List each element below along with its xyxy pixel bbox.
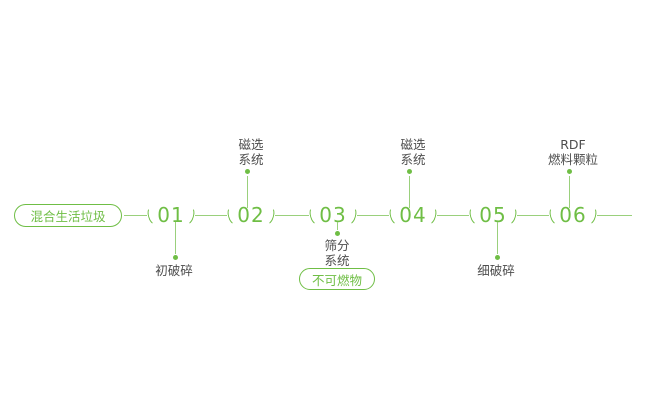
step-number-01: 01 bbox=[157, 203, 185, 227]
step-label-line: 系统 bbox=[324, 253, 350, 268]
step-label-06: RDF 燃料颗粒 bbox=[541, 137, 605, 167]
connector-line bbox=[247, 176, 248, 208]
timeline-segment bbox=[597, 215, 632, 216]
output-pill: 不可燃物 bbox=[299, 268, 375, 290]
connector-line bbox=[569, 176, 570, 208]
step-label-line: 磁选 bbox=[238, 137, 264, 152]
step-label-line: 系统 bbox=[400, 152, 426, 167]
connector-dot bbox=[335, 231, 340, 236]
timeline-segment bbox=[357, 215, 389, 216]
step-number-03: 03 bbox=[319, 203, 347, 227]
timeline-segment bbox=[517, 215, 549, 216]
timeline-segment bbox=[124, 215, 147, 216]
connector-line bbox=[497, 222, 498, 254]
timeline-segment bbox=[437, 215, 469, 216]
step-label-05: 细破碎 bbox=[466, 263, 526, 278]
output-label: 不可燃物 bbox=[311, 272, 362, 288]
step-label-line: 燃料颗粒 bbox=[547, 152, 598, 167]
step-number-06: 06 bbox=[559, 203, 587, 227]
step-number-04: 04 bbox=[399, 203, 427, 227]
step-label-04: 磁选 系统 bbox=[381, 137, 445, 167]
connector-dot bbox=[173, 255, 178, 260]
connector-dot bbox=[407, 169, 412, 174]
step-label-03: 筛分 系统 bbox=[305, 238, 369, 268]
step-label-line: 筛分 bbox=[324, 238, 350, 253]
step-label-line: 初破碎 bbox=[155, 263, 193, 278]
step-label-line: RDF bbox=[560, 137, 586, 152]
step-label-line: 细破碎 bbox=[477, 263, 515, 278]
connector-line bbox=[175, 222, 176, 254]
step-number-02: 02 bbox=[237, 203, 265, 227]
source-label: 混合生活垃圾 bbox=[30, 209, 106, 224]
step-label-line: 磁选 bbox=[400, 137, 426, 152]
connector-line bbox=[337, 222, 338, 230]
connector-dot bbox=[495, 255, 500, 260]
timeline-segment bbox=[275, 215, 309, 216]
connector-dot bbox=[245, 169, 250, 174]
source-pill: 混合生活垃圾 bbox=[14, 204, 122, 227]
timeline-segment bbox=[195, 215, 227, 216]
connector-line bbox=[409, 176, 410, 208]
step-label-01: 初破碎 bbox=[144, 263, 204, 278]
step-number-05: 05 bbox=[479, 203, 507, 227]
step-label-02: 磁选 系统 bbox=[219, 137, 283, 167]
step-label-line: 系统 bbox=[238, 152, 264, 167]
connector-dot bbox=[567, 169, 572, 174]
